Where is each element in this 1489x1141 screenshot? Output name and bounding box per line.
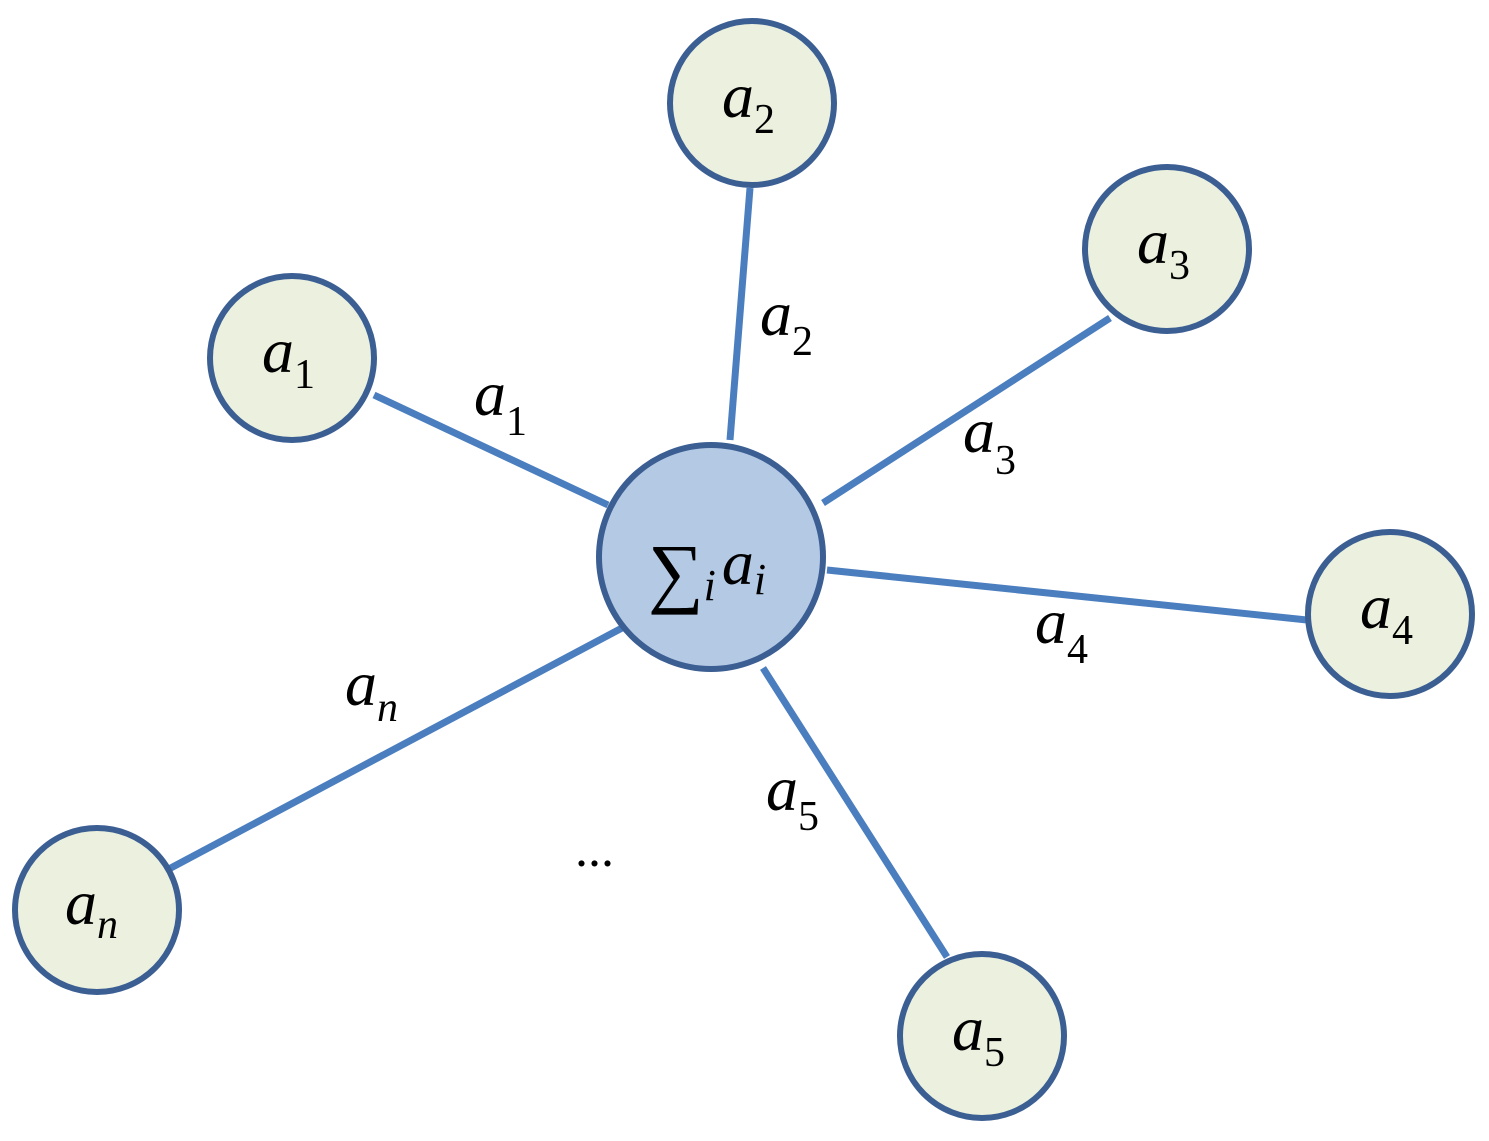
edge-n — [165, 624, 624, 874]
leaf-node-2: a2 — [667, 18, 837, 188]
leaf-label-3: a3 — [1137, 206, 1190, 289]
sum-symbol: ∑ — [648, 528, 704, 615]
edge-5 — [760, 666, 950, 959]
sum-index: i — [704, 561, 716, 610]
hub-circle — [596, 442, 826, 672]
edge-label-n: an — [345, 648, 398, 731]
leaf-circle-n — [12, 825, 182, 995]
edge-label-5: a5 — [766, 753, 819, 840]
leaf-label-5: a5 — [952, 993, 1005, 1076]
leaf-node-n: an — [12, 825, 182, 995]
leaf-circle-1 — [207, 273, 377, 443]
leaf-nodes: a1 a2 a3 a4 a5 — [12, 18, 1475, 1121]
leaf-circle-3 — [1082, 164, 1252, 334]
edge-labels: a1 a2 a3 a4 a5 an — [345, 278, 1088, 840]
edge-4 — [826, 566, 1308, 624]
edges — [165, 187, 1308, 959]
edge-1 — [372, 391, 610, 509]
leaf-circle-5 — [897, 951, 1067, 1121]
hub-var-sub: i — [754, 555, 766, 604]
leaf-circle-2 — [667, 18, 837, 188]
edge-label-3: a3 — [963, 395, 1016, 484]
hub-node: ∑iai — [596, 442, 826, 672]
leaf-label-n: an — [65, 867, 118, 948]
edge-3 — [821, 315, 1112, 506]
leaf-label-1: a1 — [262, 315, 315, 398]
leaf-node-5: a5 — [897, 951, 1067, 1121]
leaf-node-3: a3 — [1082, 164, 1252, 334]
leaf-node-4: a4 — [1305, 529, 1475, 699]
edge-label-1: a1 — [474, 358, 527, 445]
hub-var: a — [722, 527, 754, 598]
leaf-label-2: a2 — [722, 60, 775, 143]
edge-2 — [726, 187, 754, 441]
ellipsis: ... — [575, 821, 614, 878]
leaf-label-4: a4 — [1360, 571, 1413, 654]
edge-label-2: a2 — [760, 278, 813, 365]
hub-label: ∑iai — [648, 527, 766, 615]
leaf-node-1: a1 — [207, 273, 377, 443]
leaf-circle-4 — [1305, 529, 1475, 699]
edge-label-4: a4 — [1035, 586, 1088, 673]
